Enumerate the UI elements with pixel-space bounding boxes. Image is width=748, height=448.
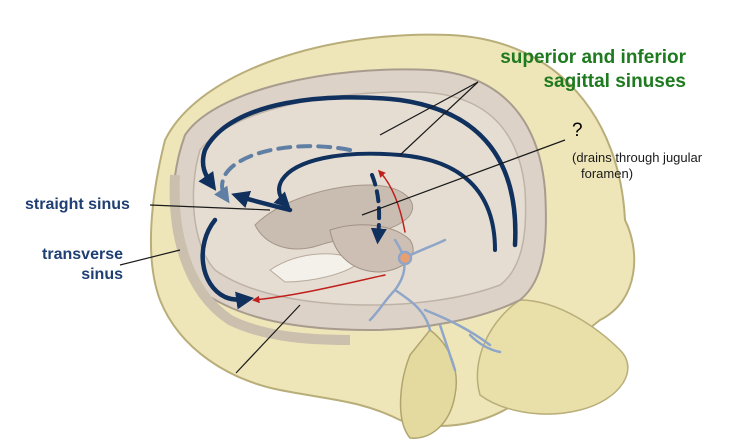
label-straight-sinus: straight sinus <box>25 196 130 213</box>
label-transverse-line1: transverse <box>42 246 123 263</box>
red-arrow-upper <box>377 169 406 233</box>
leader-sagittal-superior <box>379 81 479 136</box>
leader-bottom <box>235 304 301 374</box>
leader-lines <box>119 81 566 374</box>
leader-straight <box>149 204 271 211</box>
label-question-mark: ? <box>572 120 583 141</box>
superior-sagittal-arrow <box>198 95 518 248</box>
label-jugular-note: (drains through jugular foramen) <box>572 150 748 182</box>
straight-sinus-arrow <box>231 190 293 213</box>
label-sagittal-sinuses: superior and inferior sagittal sinuses <box>440 46 686 94</box>
leader-question <box>361 139 566 216</box>
red-arrow-lower <box>252 274 386 304</box>
label-jugular-line2: foramen) <box>581 166 634 181</box>
transverse-sinus-arrow <box>200 217 255 310</box>
inferior-sagittal-arrow <box>273 151 497 252</box>
label-transverse-sinus: transverse sinus <box>25 245 123 285</box>
label-transverse-line2: sinus <box>81 266 123 283</box>
flow-arrows <box>198 95 518 310</box>
label-jugular-line1: (drains through jugular <box>572 150 703 165</box>
leader-sagittal-inferior <box>399 81 479 156</box>
dashed-sinus-arrow <box>214 144 352 204</box>
descending-dashed-arrow <box>370 173 387 245</box>
label-sagittal-line2: sagittal sinuses <box>543 71 686 92</box>
leader-transverse <box>119 249 181 266</box>
cranial-cavity <box>169 68 547 345</box>
label-sagittal-line1: superior and inferior <box>500 47 686 68</box>
venous-branches <box>368 238 502 372</box>
